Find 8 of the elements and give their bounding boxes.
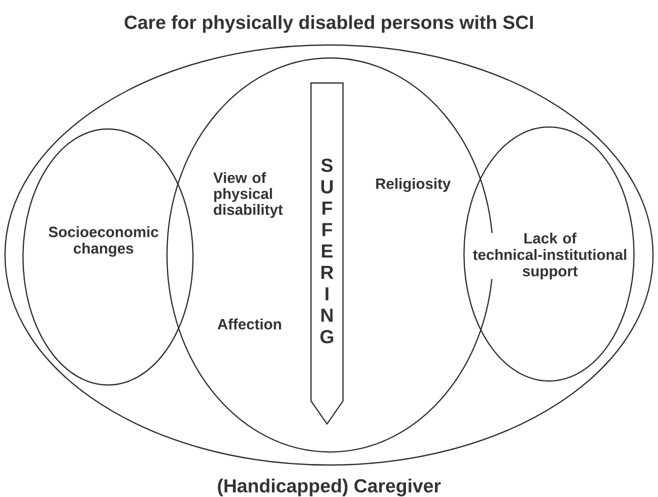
arrow-box: SUFFERING [310, 82, 344, 426]
ellipse-label: View of physical disabilityt [213, 172, 283, 218]
ellipse-label: (Handicapped) Caregiver [218, 478, 441, 496]
ellipse-label: Religiosity [376, 178, 451, 192]
ellipse-label: Affection [218, 318, 282, 330]
heading: Care for physically disabled persons with SCI [124, 15, 533, 33]
ellipse-label: Lack of technical-institutional support [472, 232, 626, 280]
ellipse-label: Socioeconomic changes [48, 226, 158, 257]
